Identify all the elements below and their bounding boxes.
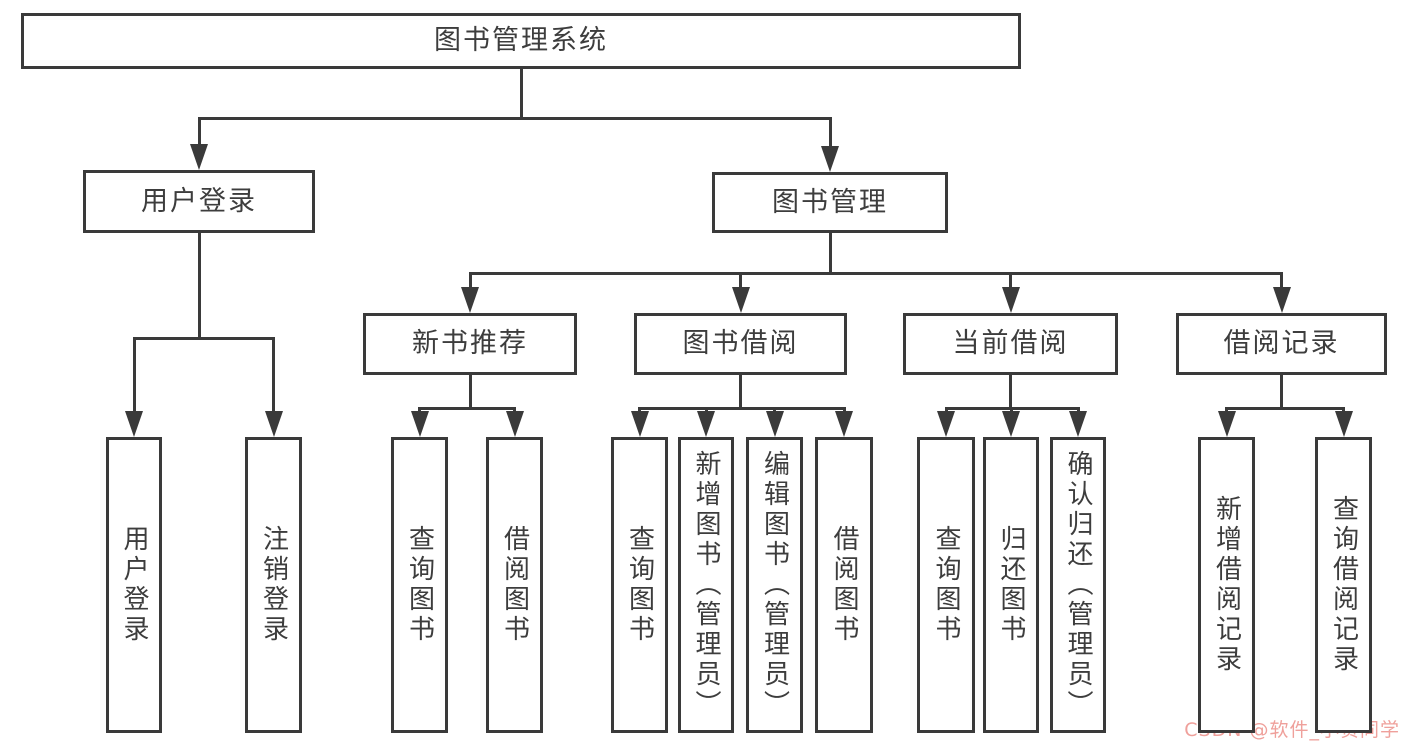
edge-arrowhead-icon-bb-query-book xyxy=(630,411,649,437)
node-bb-query-book: 查询图书 xyxy=(611,437,668,733)
edge-branch-root xyxy=(197,117,832,120)
edge-arrowhead-icon-user-login xyxy=(190,144,208,170)
node-br-query-record: 查询借阅记录 xyxy=(1315,437,1372,733)
node-book-borrow: 图书借阅 xyxy=(634,313,847,375)
edge-stem-root xyxy=(519,69,523,120)
edge-arrowhead-icon-login xyxy=(125,411,143,437)
edge-stem-user-login xyxy=(197,233,201,340)
node-cb-confirm-return-admin: 确认归还（管理员） xyxy=(1050,437,1106,733)
node-cb-query-book: 查询图书 xyxy=(917,437,975,733)
edge-arrowhead-icon-cb-query-book xyxy=(937,411,955,437)
node-bb-edit-book-admin: 编辑图书（管理员） xyxy=(746,437,803,733)
edge-arrowhead-icon-nb-query-book xyxy=(410,411,429,437)
edge-arrowhead-icon-borrow-records xyxy=(1272,287,1291,313)
edge-stem-current-borrow xyxy=(1009,375,1012,410)
edge-stem-borrow-records xyxy=(1280,375,1283,410)
edge-shaft-new-book-recommend xyxy=(468,272,472,291)
edge-shaft-user-login xyxy=(197,117,201,148)
edge-stem-new-book-recommend xyxy=(468,375,472,410)
edge-branch-user-login xyxy=(132,337,275,340)
node-login: 用户登录 xyxy=(106,437,162,733)
edge-arrowhead-icon-bb-add-book-admin xyxy=(697,411,715,437)
node-cb-return-book: 归还图书 xyxy=(983,437,1039,733)
edge-shaft-book-management xyxy=(828,117,832,150)
node-borrow-records: 借阅记录 xyxy=(1176,313,1387,375)
edge-stem-book-borrow xyxy=(739,375,742,410)
edge-arrowhead-icon-book-borrow xyxy=(731,287,750,313)
edge-arrowhead-icon-current-borrow xyxy=(1001,287,1020,313)
node-user-login: 用户登录 xyxy=(83,170,315,233)
edge-branch-borrow-records xyxy=(1225,407,1345,410)
edge-arrowhead-icon-bb-edit-book-admin xyxy=(765,411,784,437)
edge-arrowhead-icon-br-query-record xyxy=(1334,411,1353,437)
edge-shaft-logout xyxy=(272,337,275,415)
node-nb-borrow-book: 借阅图书 xyxy=(486,437,543,733)
edge-arrowhead-icon-br-add-record xyxy=(1217,411,1236,437)
node-root: 图书管理系统 xyxy=(21,13,1021,69)
node-logout: 注销登录 xyxy=(245,437,302,733)
node-new-book-recommend: 新书推荐 xyxy=(363,313,577,375)
edge-shaft-book-borrow xyxy=(739,272,742,291)
edge-shaft-borrow-records xyxy=(1280,272,1283,291)
node-current-borrow: 当前借阅 xyxy=(903,313,1118,375)
node-book-management: 图书管理 xyxy=(712,172,948,233)
edge-branch-book-management xyxy=(468,272,1283,275)
edge-arrowhead-icon-new-book-recommend xyxy=(461,287,479,313)
node-bb-borrow-book: 借阅图书 xyxy=(815,437,873,733)
edge-branch-book-borrow xyxy=(638,407,846,410)
edge-arrowhead-icon-logout xyxy=(264,411,283,437)
edge-arrowhead-icon-bb-borrow-book xyxy=(835,411,853,437)
node-br-add-record: 新增借阅记录 xyxy=(1198,437,1255,733)
node-nb-query-book: 查询图书 xyxy=(391,437,448,733)
edge-arrowhead-icon-cb-return-book xyxy=(1002,411,1020,437)
edge-stem-book-management xyxy=(828,233,832,275)
edge-shaft-login xyxy=(132,337,136,415)
edge-branch-new-book-recommend xyxy=(418,407,516,410)
edge-arrowhead-icon-cb-confirm-return-admin xyxy=(1069,411,1087,437)
edge-shaft-current-borrow xyxy=(1009,272,1012,291)
edge-arrowhead-icon-nb-borrow-book xyxy=(505,411,524,437)
edge-arrowhead-icon-book-management xyxy=(821,146,839,172)
node-bb-add-book-admin: 新增图书（管理员） xyxy=(678,437,734,733)
